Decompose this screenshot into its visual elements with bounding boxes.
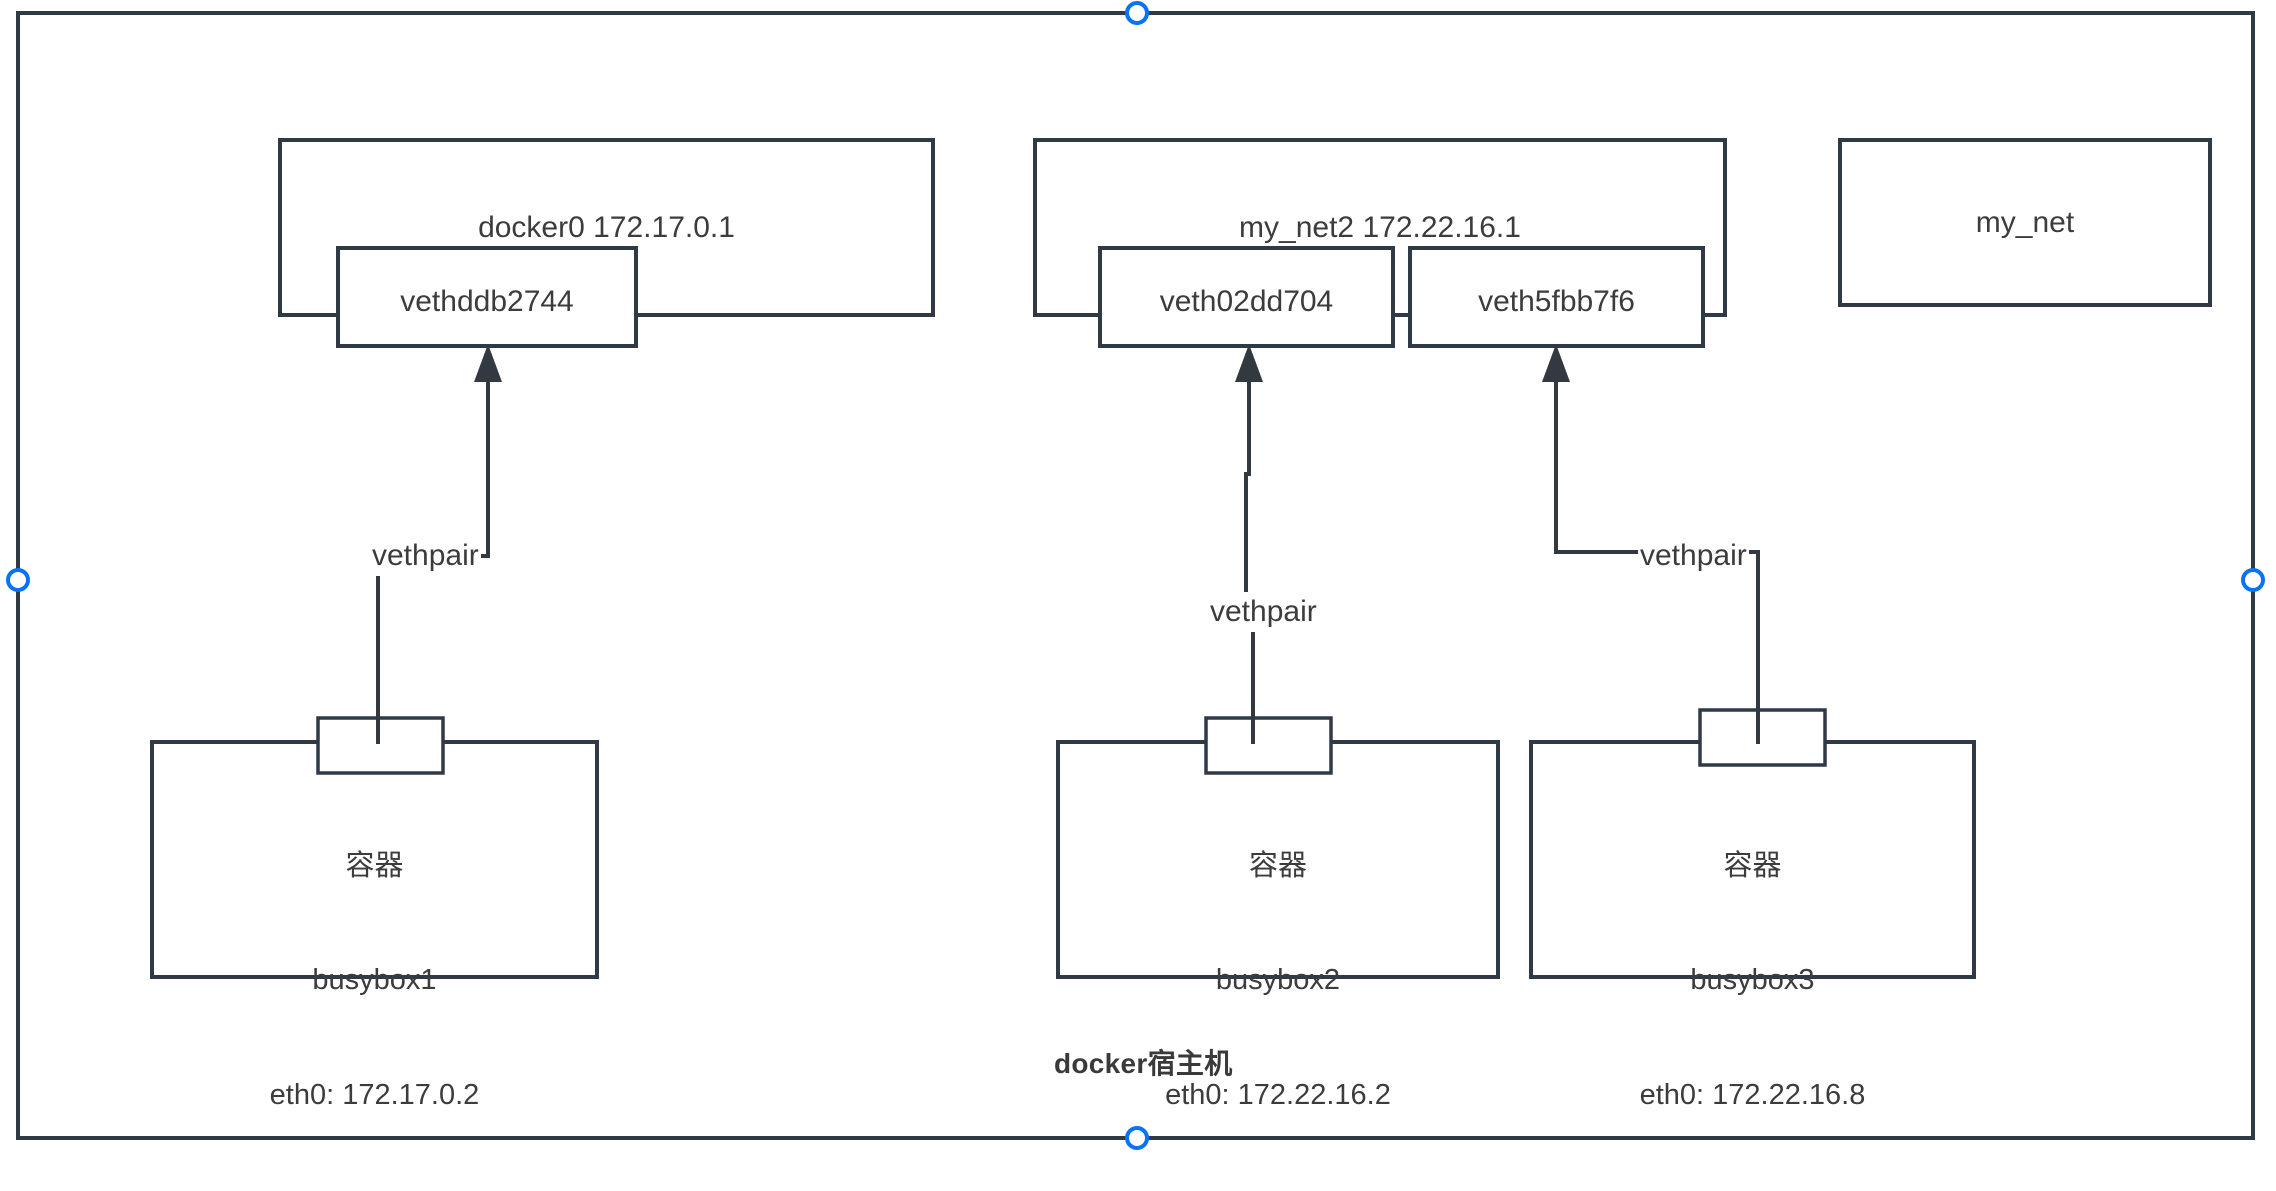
selection-handle-right[interactable]: [2241, 568, 2265, 592]
selection-handle-left[interactable]: [6, 568, 30, 592]
container-box-busybox3[interactable]: [1529, 740, 1976, 979]
selection-handle-top[interactable]: [1125, 1, 1149, 25]
connector-vethpair-1-arrowhead: [474, 344, 502, 382]
veth-box-veth5fbb7f6[interactable]: [1408, 246, 1705, 348]
connector-vethpair-2[interactable]: [1244, 370, 1255, 744]
connector-vethpair-3-arrowhead: [1542, 344, 1570, 382]
connector-vethpair-2-arrowhead: [1235, 344, 1263, 382]
eth0-stub-busybox1[interactable]: [316, 716, 445, 775]
container-box-busybox1[interactable]: [150, 740, 599, 979]
eth0-stub-busybox3[interactable]: [1698, 708, 1827, 767]
container-box-busybox2[interactable]: [1056, 740, 1500, 979]
selection-handle-bottom[interactable]: [1125, 1126, 1149, 1150]
eth0-stub-busybox2[interactable]: [1204, 716, 1333, 775]
veth-box-veth02dd704[interactable]: [1098, 246, 1395, 348]
veth-box-vethddb2744[interactable]: [336, 246, 638, 348]
network-box-my_net[interactable]: [1838, 138, 2212, 307]
